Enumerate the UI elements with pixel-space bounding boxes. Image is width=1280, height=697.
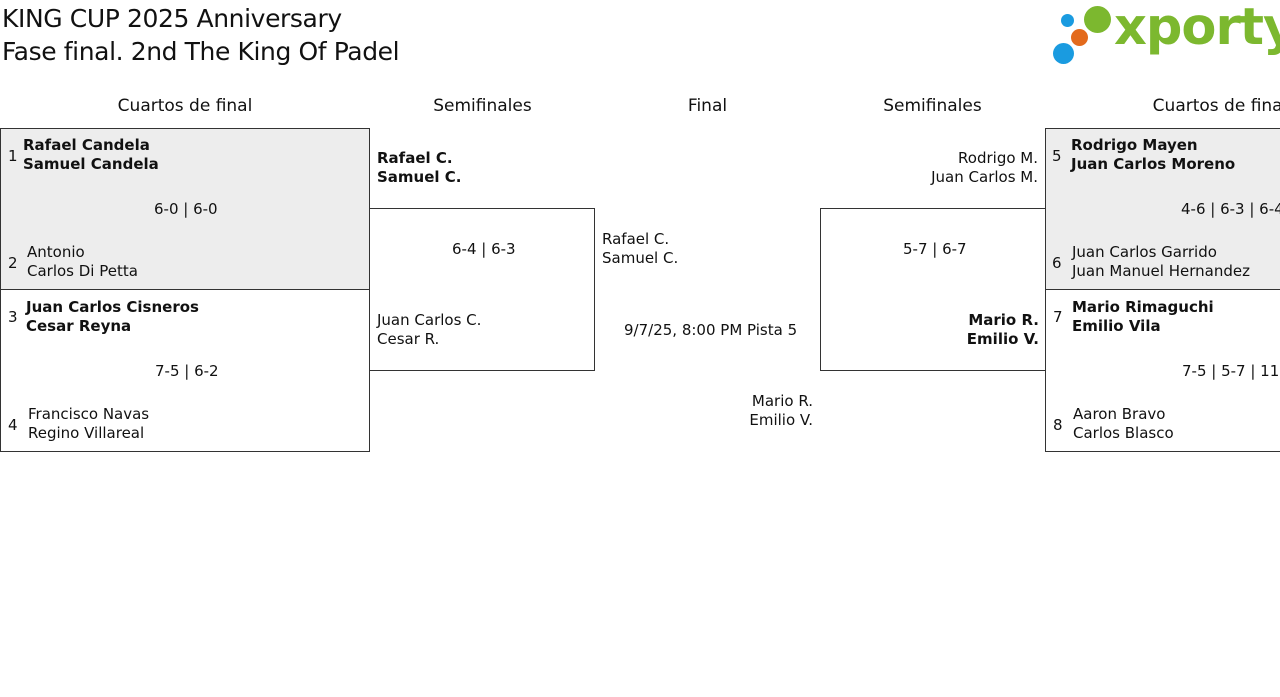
- team-bottom: Mario R. Emilio V.: [967, 311, 1039, 349]
- match-score: 7-5 | 5-7 | 11-9: [1182, 362, 1280, 380]
- qf-left-match-2[interactable]: 3 Juan Carlos Cisneros Cesar Reyna 7-5 |…: [0, 289, 370, 452]
- logo-dot-blue: [1061, 14, 1074, 27]
- player-name: Carlos Di Petta: [27, 262, 138, 280]
- seed-number: 4: [8, 416, 18, 434]
- final-court: Pista 5: [747, 321, 798, 339]
- player-name: Aaron Bravo: [1073, 405, 1166, 423]
- seed-number: 2: [8, 254, 18, 272]
- player-name: Rafael C.: [377, 149, 453, 167]
- sf-left-team-top: Rafael C. Samuel C.: [377, 149, 461, 187]
- player-name: Juan Carlos M.: [931, 168, 1038, 186]
- team-bottom: Juan Carlos Garrido Juan Manuel Hernande…: [1072, 243, 1250, 281]
- sf-right-match[interactable]: 5-7 | 6-7 Mario R. Emilio V.: [820, 208, 1046, 371]
- seed-number: 5: [1052, 147, 1062, 165]
- round-heading-sf-right: Semifinales: [883, 96, 982, 116]
- logo-dot-green: [1084, 6, 1111, 33]
- player-name: Emilio V.: [749, 411, 813, 429]
- sf-left-match[interactable]: 6-4 | 6-3 Juan Carlos C. Cesar R.: [369, 208, 595, 371]
- player-name: Cesar R.: [377, 330, 440, 348]
- logo-dot-blue-large: [1053, 43, 1074, 64]
- xporty-logo: xporty: [1050, 0, 1280, 68]
- player-name: Juan Carlos Cisneros: [26, 298, 199, 316]
- qf-left-match-1[interactable]: 1 Rafael Candela Samuel Candela 6-0 | 6-…: [0, 128, 370, 290]
- title-line-1: KING CUP 2025 Anniversary: [2, 4, 342, 33]
- team-top: Rafael Candela Samuel Candela: [23, 136, 159, 174]
- round-heading-final: Final: [687, 96, 728, 116]
- player-name: Emilio V.: [966, 330, 1039, 348]
- match-score: 5-7 | 6-7: [903, 240, 967, 258]
- seed-number: 7: [1053, 308, 1063, 326]
- player-name: Mario R.: [751, 392, 813, 410]
- round-heading-sf-left: Semifinales: [433, 96, 532, 116]
- player-name: Samuel C.: [602, 249, 679, 267]
- match-score: 7-5 | 6-2: [155, 362, 219, 380]
- match-score: 6-0 | 6-0: [154, 200, 218, 218]
- final-team-top: Rafael C. Samuel C.: [602, 230, 678, 268]
- player-name: Mario Rimaguchi: [1072, 298, 1214, 316]
- player-name: Mario R.: [968, 311, 1039, 329]
- seed-number: 1: [8, 147, 18, 165]
- sf-right-team-top: Rodrigo M. Juan Carlos M.: [931, 149, 1038, 187]
- match-score: 4-6 | 6-3 | 6-4: [1181, 200, 1280, 218]
- match-score: 6-4 | 6-3: [452, 240, 516, 258]
- player-name: Cesar Reyna: [26, 317, 132, 335]
- player-name: Juan Manuel Hernandez: [1072, 262, 1250, 280]
- team-top: Mario Rimaguchi Emilio Vila: [1072, 298, 1214, 336]
- team-top: Juan Carlos Cisneros Cesar Reyna: [26, 298, 199, 336]
- qf-right-match-2[interactable]: 7 Mario Rimaguchi Emilio Vila 7-5 | 5-7 …: [1045, 289, 1280, 452]
- final-datetime: 9/7/25, 8:00 PM: [624, 321, 743, 339]
- player-name: Rafael Candela: [23, 136, 150, 154]
- final-schedule: 9/7/25, 8:00 PM Pista 5: [624, 321, 797, 339]
- team-bottom: Francisco Navas Regino Villareal: [28, 405, 149, 443]
- player-name: Regino Villareal: [28, 424, 145, 442]
- player-name: Rodrigo M.: [958, 149, 1038, 167]
- team-bottom: Aaron Bravo Carlos Blasco: [1073, 405, 1174, 443]
- player-name: Juan Carlos Moreno: [1071, 155, 1236, 173]
- qf-right-match-1[interactable]: 5 Rodrigo Mayen Juan Carlos Moreno 4-6 |…: [1045, 128, 1280, 290]
- seed-number: 6: [1052, 254, 1062, 272]
- player-name: Antonio: [27, 243, 85, 261]
- seed-number: 8: [1053, 416, 1063, 434]
- player-name: Emilio Vila: [1072, 317, 1161, 335]
- player-name: Juan Carlos Garrido: [1072, 243, 1217, 261]
- player-name: Francisco Navas: [28, 405, 150, 423]
- player-name: Samuel C.: [377, 168, 462, 186]
- team-bottom: Antonio Carlos Di Petta: [27, 243, 138, 281]
- player-name: Samuel Candela: [23, 155, 159, 173]
- player-name: Juan Carlos C.: [377, 311, 482, 329]
- player-name: Rodrigo Mayen: [1071, 136, 1198, 154]
- team-top: Rodrigo Mayen Juan Carlos Moreno: [1071, 136, 1235, 174]
- tournament-title: KING CUP 2025 Anniversary Fase final. 2n…: [2, 2, 400, 68]
- player-name: Carlos Blasco: [1073, 424, 1174, 442]
- player-name: Rafael C.: [602, 230, 670, 248]
- logo-dot-orange: [1071, 29, 1088, 46]
- title-line-2: Fase final. 2nd The King Of Padel: [2, 37, 400, 66]
- final-team-bottom: Mario R. Emilio V.: [749, 392, 813, 430]
- seed-number: 3: [8, 308, 18, 326]
- round-heading-qf-left: Cuartos de final: [117, 96, 253, 116]
- team-bottom: Juan Carlos C. Cesar R.: [377, 311, 481, 349]
- logo-wordmark: xporty: [1114, 0, 1280, 57]
- round-heading-qf-right: Cuartos de final: [1152, 96, 1280, 116]
